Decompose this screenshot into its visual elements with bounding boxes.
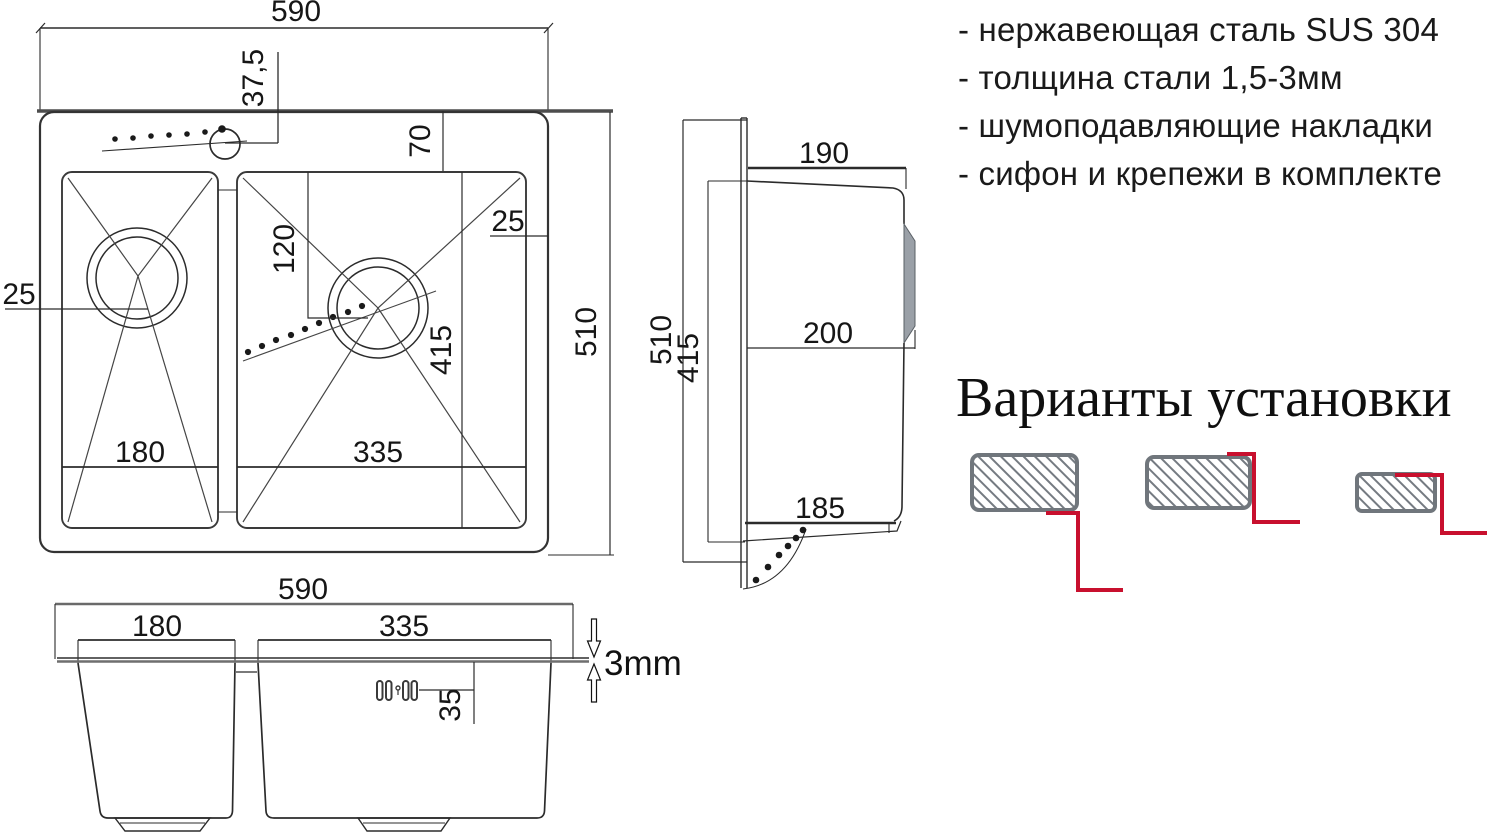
front-left-bowl	[77, 662, 236, 819]
dim-top-depth: 510	[570, 307, 603, 357]
dim-rim-thickness: 3mm	[604, 644, 682, 683]
right-drain	[242, 177, 521, 523]
dim-side-top-width: 190	[799, 137, 849, 170]
right-bowl	[236, 171, 527, 529]
thickness-arrows	[586, 618, 602, 703]
dim-left-bowl-width: 180	[115, 436, 165, 469]
dim-side-depth: 510	[645, 315, 678, 365]
install-option-overmount	[1145, 452, 1300, 524]
feature-item: - шумоподавляющие накладки	[958, 107, 1433, 144]
dim-front-left-bowl: 180	[132, 610, 182, 643]
overflow-holes	[376, 680, 418, 701]
install-heading: Варианты установки	[956, 367, 1452, 429]
feature-item: - нержавеющая сталь SUS 304	[958, 11, 1440, 48]
corner-curve	[742, 526, 807, 590]
front-right-bowl	[257, 662, 552, 819]
feature-item: - толщина стали 1,5-3мм	[958, 59, 1343, 96]
dim-overflow-offset: 35	[434, 688, 467, 721]
dim-hole-center: 120	[268, 224, 301, 274]
install-options	[970, 452, 1487, 592]
dim-right-bowl-width: 335	[353, 436, 403, 469]
sink-outline	[38, 110, 550, 554]
dim-top-width: 590	[271, 0, 321, 28]
dim-left-gap: 25	[2, 278, 35, 311]
top-view: 590 510 37,5 70	[2, 0, 614, 556]
dim-side-opening: 415	[672, 333, 705, 383]
side-view: 510 415	[645, 117, 916, 590]
bowl-profile	[742, 180, 916, 542]
front-view: 590 180 335	[54, 573, 682, 832]
faucet-hole	[101, 52, 279, 160]
dim-bowl-depth: 415	[425, 325, 458, 375]
dim-side-bottom-width: 185	[795, 492, 845, 525]
left-drain	[67, 177, 213, 523]
dim-front-width: 590	[278, 573, 328, 606]
left-bowl	[61, 171, 219, 529]
dim-side-bowl-height: 200	[803, 317, 853, 350]
dim-front-right-bowl: 335	[379, 610, 429, 643]
feature-list: - нержавеющая сталь SUS 304 - толщина ст…	[958, 6, 1488, 198]
drain-feet	[113, 817, 452, 832]
install-option-undermount	[1355, 472, 1487, 535]
feature-item: - сифон и крепежи в комплекте	[958, 155, 1442, 192]
rim-bar	[740, 117, 748, 588]
dim-faucet-offset: 37,5	[237, 49, 270, 107]
install-option-flush	[970, 453, 1123, 592]
dim-rim-to-bowl: 70	[404, 124, 437, 157]
dim-right-gap: 25	[491, 205, 524, 238]
